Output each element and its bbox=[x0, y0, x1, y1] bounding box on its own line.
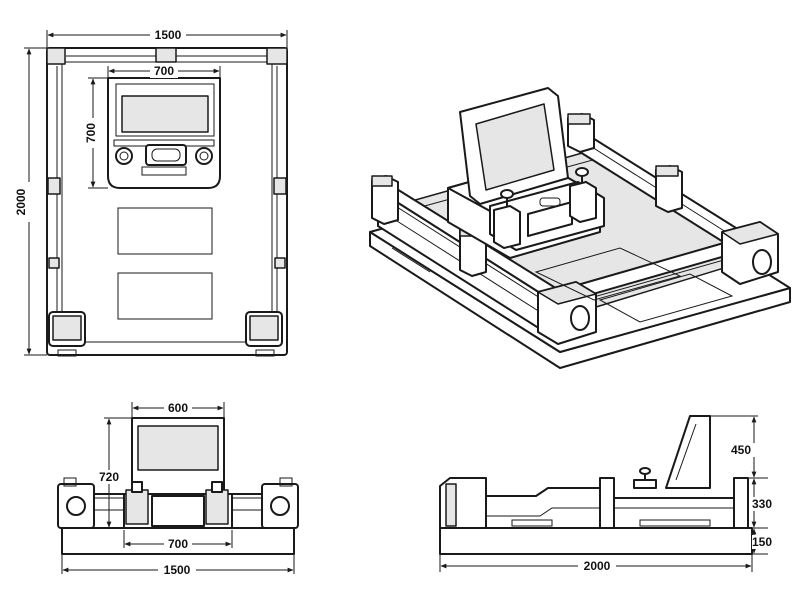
side-screen-height-label: 450 bbox=[731, 443, 751, 457]
side-view: 450 330 150 2000 bbox=[439, 415, 778, 573]
top-height-label: 2000 bbox=[14, 188, 28, 215]
front-screen-height-label: 720 bbox=[99, 470, 119, 484]
isometric-view bbox=[369, 87, 791, 369]
side-overall-length-label: 2000 bbox=[584, 559, 611, 573]
top-view: 1500 2000 700 700 bbox=[14, 28, 288, 357]
top-console-depth-label: 700 bbox=[84, 123, 98, 143]
front-base-inner-label: 700 bbox=[168, 537, 188, 551]
front-overall-width-label: 1500 bbox=[164, 563, 191, 577]
top-console-width-label: 700 bbox=[154, 64, 174, 78]
side-rail-height-label: 330 bbox=[752, 497, 772, 511]
front-view: 600 720 700 1500 bbox=[57, 401, 299, 577]
side-base-height-label: 150 bbox=[752, 535, 772, 549]
front-screen-width-label: 600 bbox=[168, 401, 188, 415]
top-width-label: 1500 bbox=[155, 28, 182, 42]
